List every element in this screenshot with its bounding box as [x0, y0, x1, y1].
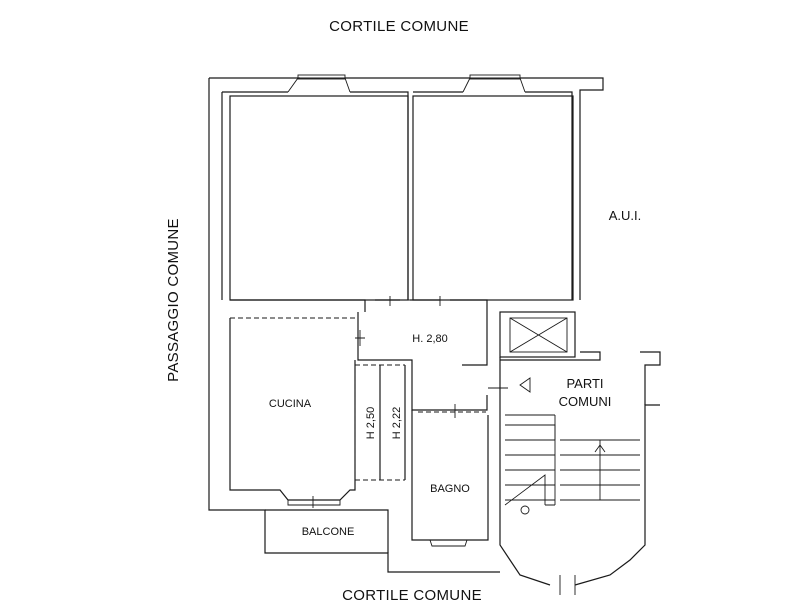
label-parti: PARTI	[566, 376, 603, 391]
label-cucina: CUCINA	[269, 398, 312, 410]
closet-strips	[355, 364, 406, 481]
label-balcone: BALCONE	[302, 526, 355, 538]
outer-walls	[208, 77, 604, 573]
top-window-right	[462, 74, 526, 93]
room-top-left	[229, 95, 409, 301]
label-height-hall: H. 2,80	[412, 333, 447, 345]
label-passaggio: PASSAGGIO COMUNE	[165, 218, 182, 382]
room-cucina	[229, 318, 356, 508]
room-bagno	[411, 404, 489, 547]
room-balcone	[265, 509, 389, 553]
label-aui: A.U.I.	[609, 208, 642, 223]
label-h250: H 2,50	[365, 407, 377, 439]
hall-walls	[230, 296, 488, 411]
label-comuni: COMUNI	[559, 394, 612, 409]
label-bagno: BAGNO	[430, 483, 470, 495]
parti-comuni	[488, 351, 661, 595]
label-cortile-top: CORTILE COMUNE	[329, 18, 469, 35]
label-h222: H 2,22	[391, 407, 403, 439]
lift-shaft	[499, 311, 576, 358]
label-cortile-bottom: CORTILE COMUNE	[342, 587, 482, 604]
top-window-left	[287, 74, 351, 93]
room-top-right	[412, 95, 574, 301]
